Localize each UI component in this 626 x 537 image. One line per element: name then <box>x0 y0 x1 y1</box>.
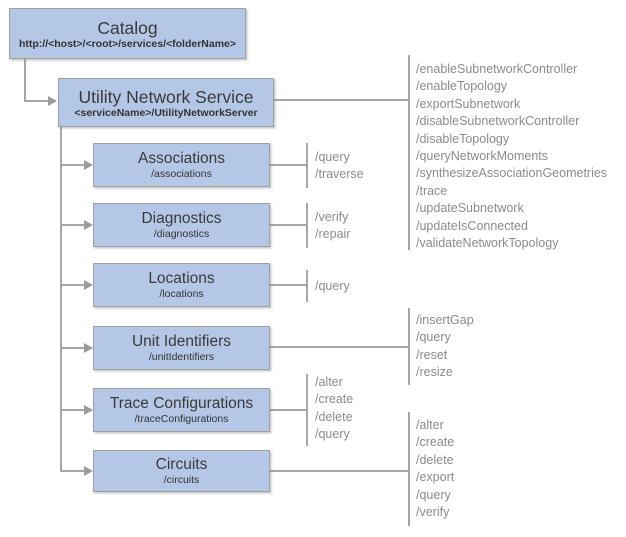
operation-label: /verify <box>315 210 349 224</box>
node-circuits-path: /circuits <box>163 474 200 486</box>
operation-label: /validateNetworkTopology <box>416 236 559 251</box>
operation-label: /updateSubnetwork <box>416 201 524 216</box>
operation-label: /delete <box>315 409 353 424</box>
operations-bar-unit-identifiers <box>408 308 410 385</box>
operations-list-diagnostics: /verify/repair <box>315 209 350 244</box>
operation-label: /query <box>416 330 451 345</box>
node-associations-path: /associations <box>151 168 212 180</box>
node-catalog-url: http://<host>/<root>/services/<folderNam… <box>18 37 237 50</box>
node-trace-configurations-path: /traceConfigurations <box>134 413 229 425</box>
arrowhead-icon <box>84 280 93 290</box>
operation-label: /queryNetworkMoments <box>416 149 548 164</box>
operation-label: /alter <box>416 418 444 432</box>
operations-bar-locations <box>306 270 308 302</box>
node-utility-network-service-title: Utility Network Service <box>78 86 254 107</box>
connector-catalog-elbow <box>24 100 49 102</box>
operation-label: /insertGap <box>416 313 474 327</box>
operations-bar-trace-configurations <box>306 374 308 446</box>
operation-label: /exportSubnetwork <box>416 96 521 111</box>
connector-service-operations <box>274 99 409 101</box>
operations-list-circuits: /alter/create/delete/export/query/verify <box>416 417 454 521</box>
connector-associations-operations <box>270 164 307 166</box>
operation-label: /disableTopology <box>416 131 510 146</box>
operation-label: /enableTopology <box>416 79 508 94</box>
node-catalog: Catalog http://<host>/<root>/services/<f… <box>9 8 246 59</box>
operation-label: /traverse <box>315 167 364 182</box>
connector-unit-identifiers-operations <box>270 346 409 348</box>
operation-label: /synthesizeAssociationGeometries <box>416 166 608 181</box>
connector-branch-locations <box>60 284 84 286</box>
operation-label: /delete <box>416 452 454 467</box>
operation-label: /repair <box>315 227 351 242</box>
operation-label: /reset <box>416 347 448 362</box>
operation-label: /query <box>315 427 350 442</box>
operation-label: /updateIsConnected <box>416 218 528 233</box>
operation-label: /enableSubnetworkController <box>416 62 578 76</box>
operation-label: /query <box>416 487 451 502</box>
node-associations-title: Associations <box>137 150 225 167</box>
operations-bar-service <box>408 55 410 250</box>
connector-branch-trace-configurations <box>60 409 84 411</box>
arrowhead-icon <box>84 466 93 476</box>
node-unit-identifiers: Unit Identifiers /unitIdentifiers <box>93 326 270 370</box>
connector-branch-diagnostics <box>60 224 84 226</box>
operation-label: /export <box>416 470 455 485</box>
operation-label: /trace <box>416 183 448 198</box>
operation-label: /create <box>315 392 354 407</box>
operation-label: /create <box>416 435 455 450</box>
node-locations-title: Locations <box>148 270 215 287</box>
connector-diagnostics-operations <box>270 224 307 226</box>
operations-list-service: /enableSubnetworkController/enableTopolo… <box>416 61 607 252</box>
operations-list-associations: /query/traverse <box>315 149 364 184</box>
operation-label: /resize <box>416 365 453 380</box>
connector-trace-configurations-operations <box>270 409 307 411</box>
operation-label: /verify <box>416 505 450 520</box>
node-diagnostics-path: /diagnostics <box>153 228 210 240</box>
node-trace-configurations: Trace Configurations /traceConfiguration… <box>93 388 270 432</box>
operations-list-trace-configurations: /alter/create/delete/query <box>315 374 353 444</box>
arrowhead-icon <box>84 405 93 415</box>
node-locations: Locations /locations <box>93 263 270 307</box>
arrowhead-icon <box>84 220 93 230</box>
node-circuits: Circuits /circuits <box>93 450 270 492</box>
operations-bar-diagnostics <box>306 203 308 248</box>
connector-branch-associations <box>60 164 84 166</box>
connector-branch-circuits <box>60 470 84 472</box>
node-unit-identifiers-title: Unit Identifiers <box>131 333 232 350</box>
node-utility-network-service: Utility Network Service <serviceName>/Ut… <box>58 78 274 127</box>
node-diagnostics: Diagnostics /diagnostics <box>93 203 270 247</box>
node-circuits-title: Circuits <box>155 456 208 473</box>
arrowhead-icon <box>84 343 93 353</box>
node-trace-configurations-title: Trace Configurations <box>109 395 254 412</box>
node-diagnostics-title: Diagnostics <box>141 210 222 227</box>
operation-label: /query <box>315 279 350 293</box>
operation-label: /query <box>315 150 350 164</box>
node-locations-path: /locations <box>159 288 204 300</box>
connector-catalog-trunk <box>24 58 26 102</box>
operation-label: /disableSubnetworkController <box>416 114 580 129</box>
operations-list-locations: /query <box>315 278 350 295</box>
arrowhead-icon <box>48 96 57 106</box>
connector-locations-operations <box>270 284 307 286</box>
connector-service-trunk <box>60 127 62 472</box>
operation-label: /alter <box>315 375 343 389</box>
node-catalog-title: Catalog <box>97 17 158 38</box>
connector-branch-unit-identifiers <box>60 347 84 349</box>
operations-bar-associations <box>306 143 308 188</box>
arrowhead-icon <box>84 160 93 170</box>
connector-circuits-operations <box>270 470 409 472</box>
node-utility-network-service-path: <serviceName>/UtilityNetworkServer <box>74 106 258 119</box>
operations-bar-circuits <box>408 412 410 526</box>
operations-list-unit-identifiers: /insertGap/query/reset/resize <box>416 312 474 382</box>
node-unit-identifiers-path: /unitIdentifiers <box>148 351 215 363</box>
node-associations: Associations /associations <box>93 143 270 187</box>
